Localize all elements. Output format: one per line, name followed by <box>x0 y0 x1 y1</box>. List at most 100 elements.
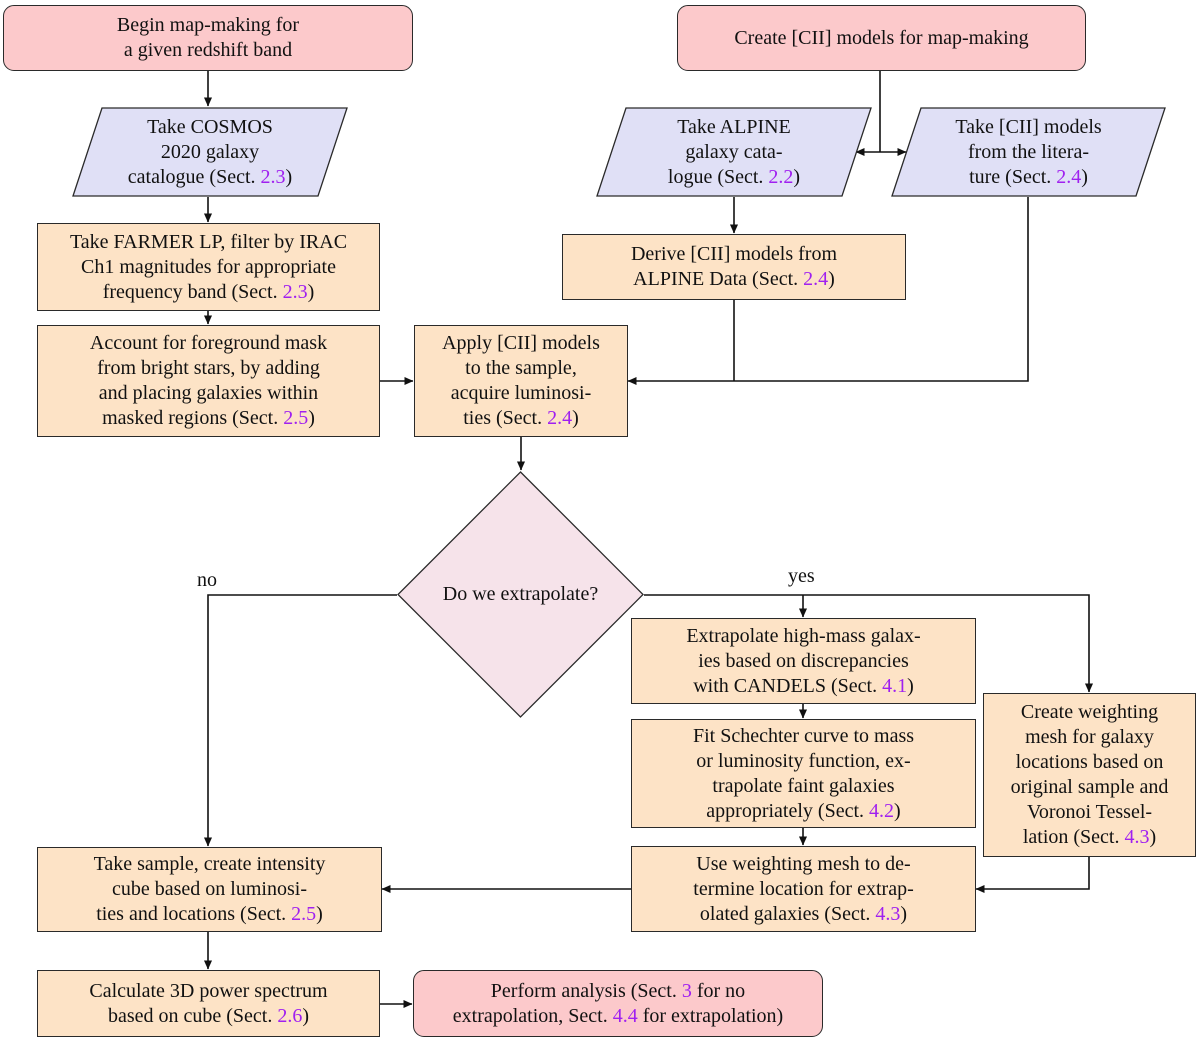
line-tail: ) <box>1081 165 1088 188</box>
create-models-node: Create [CII] models for map-making <box>677 5 1086 71</box>
line-text: frequency band (Sect. <box>102 280 283 303</box>
line-text: ALPINE Data (Sect. <box>633 268 804 290</box>
edge-literature-to-apply <box>627 197 1029 386</box>
node-label-line: Voronoi Tessel- <box>1011 800 1169 825</box>
line-text: Account for foreground mask <box>89 332 328 354</box>
section-reference-link[interactable]: 2.4 <box>547 407 573 429</box>
line-text: Create [CII] models for map-making <box>734 26 1029 49</box>
section-reference-link[interactable]: 2.4 <box>803 268 829 290</box>
decision-node: Do we extrapolate? <box>397 471 644 718</box>
line-text: ies based on discrepancies <box>698 649 909 672</box>
section-reference-link[interactable]: 2.5 <box>283 407 309 429</box>
node-label-line: appropriately (Sect. 4.2) <box>693 799 914 824</box>
edge-decision-no <box>203 594 397 847</box>
node-label-line: Derive [CII] models from <box>631 242 837 267</box>
node-label-line: 2020 galaxy <box>128 140 292 165</box>
node-label: Do we extrapolate? <box>443 582 598 607</box>
node-label-line: olated galaxies (Sect. 4.3) <box>693 902 913 927</box>
section-reference-link[interactable]: 2.3 <box>282 280 308 303</box>
node-label-line: Use weighting mesh to de- <box>693 852 913 877</box>
node-label-line: and placing galaxies within <box>90 381 327 406</box>
node-label-line: Account for foreground mask <box>90 331 327 356</box>
line-text: Derive [CII] models from <box>630 243 838 265</box>
line-text: locations based on <box>1015 751 1164 773</box>
line-tail: ) <box>900 902 908 925</box>
line-text: Voronoi Tessel- <box>1026 801 1153 823</box>
node-label-line: masked regions (Sect. 2.5) <box>90 406 327 431</box>
line-text: Calculate 3D power spectrum <box>89 979 328 1002</box>
section-reference-link[interactable]: 2.3 <box>260 165 286 188</box>
line-text: from the litera- <box>967 140 1090 163</box>
section-reference-link[interactable]: 2.5 <box>291 903 317 925</box>
node-label-line: Calculate 3D power spectrum <box>89 979 327 1004</box>
diamond-shape <box>397 471 644 718</box>
section-reference-link[interactable]: 2.2 <box>768 165 794 188</box>
section-reference-link[interactable]: 4.4 <box>612 1004 638 1027</box>
line-text: lation (Sect. <box>1022 826 1125 848</box>
node-label-line: based on cube (Sect. 2.6) <box>89 1004 327 1029</box>
node-label-line: logue (Sect. 2.2) <box>668 165 800 190</box>
node-label-line: Take ALPINE <box>668 115 800 140</box>
node-label-line: Take FARMER LP, filter by IRAC <box>70 230 347 255</box>
section-reference-link[interactable]: 4.3 <box>875 902 901 925</box>
section-reference-link[interactable]: 3 <box>681 979 692 1002</box>
node-label-line: locations based on <box>1011 750 1169 775</box>
line-text: appropriately (Sect. <box>706 799 870 822</box>
line-text: logue (Sect. <box>667 165 769 188</box>
section-reference-link[interactable]: 2.6 <box>277 1004 303 1027</box>
line-text: and placing galaxies within <box>98 382 319 404</box>
line-tail: ) <box>1149 826 1157 848</box>
node-label-line: termine location for extrap- <box>693 877 913 902</box>
edge-label-no: no <box>197 569 217 591</box>
node-label-line: ties (Sect. 2.4) <box>442 406 600 431</box>
node-label-line: Extrapolate high-mass galax- <box>686 624 920 649</box>
line-tail: ) <box>793 165 801 188</box>
line-text: Take [CII] models <box>955 115 1102 138</box>
line-text: Take FARMER LP, filter by IRAC <box>69 230 348 253</box>
node-label-line: ALPINE Data (Sect. 2.4) <box>631 267 837 292</box>
line-tail: ) <box>307 280 315 303</box>
node-label-line: to the sample, <box>442 356 600 381</box>
edge-weighting-to-usemesh <box>975 857 1090 894</box>
line-text: a given redshift band <box>123 39 293 61</box>
line-text: Perform analysis (Sect. <box>490 979 682 1002</box>
line-text: or luminosity function, ex- <box>696 749 911 772</box>
line-text: Take COSMOS <box>147 115 273 138</box>
node-label-line: from bright stars, by adding <box>90 356 327 381</box>
node-label-line: Create [CII] models for map-making <box>734 26 1028 51</box>
node-label-line: Fit Schechter curve to mass <box>693 724 914 749</box>
section-reference-link[interactable]: 4.2 <box>869 799 895 822</box>
edge-decision-yes <box>644 594 1094 693</box>
node-label-line: or luminosity function, ex- <box>693 749 914 774</box>
line-tail: ) <box>907 674 914 697</box>
use-mesh-node: Use weighting mesh to de-termine locatio… <box>631 846 976 932</box>
node-label-line: Perform analysis (Sect. 3 for no <box>453 979 783 1004</box>
line-tail: for no <box>691 979 746 1002</box>
line-tail: ) <box>894 799 901 822</box>
line-text: with CANDELS (Sect. <box>693 674 883 697</box>
section-reference-link[interactable]: 4.3 <box>1124 826 1150 848</box>
line-tail: ) <box>308 407 315 429</box>
section-reference-link[interactable]: 4.1 <box>882 674 908 697</box>
node-label-line: Take sample, create intensity <box>94 852 326 877</box>
line-text: galaxy cata- <box>685 140 783 163</box>
line-text: ties and locations (Sect. <box>96 903 292 925</box>
section-reference-link[interactable]: 2.4 <box>1056 165 1082 188</box>
line-text: Take sample, create intensity <box>93 853 326 875</box>
line-tail: ) <box>316 903 323 925</box>
